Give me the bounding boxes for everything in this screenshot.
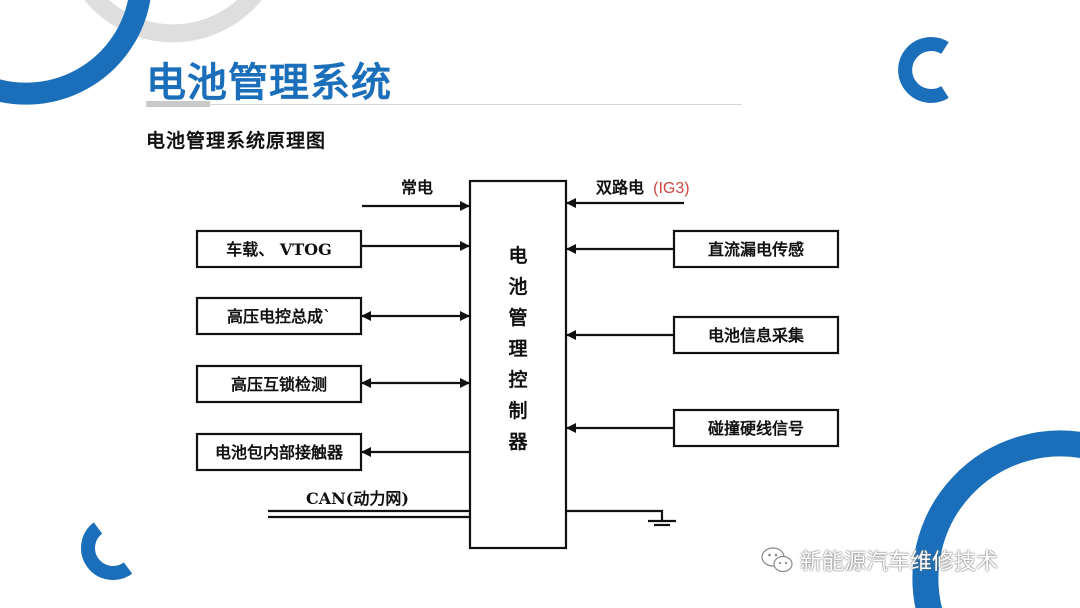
box-label-dc-leak: 直流漏电传感 [708, 240, 804, 259]
ground-wire [567, 509, 664, 520]
deco-blue-arc-top-left [0, 0, 151, 105]
center-char: 控 [508, 368, 527, 391]
label-dual-power-note: (IG3) [653, 180, 689, 197]
slide-title: 电池管理系统 [146, 60, 392, 106]
deco-blue-c-top-right [898, 37, 949, 103]
watermark-text: 新能源汽车维修技术 [800, 550, 999, 575]
label-dual-power-main: 双路电 [596, 178, 644, 197]
box-crash-signal [672, 408, 840, 448]
box-vtog [195, 229, 363, 269]
box-label-contactor: 电池包内部接触器 [215, 443, 344, 462]
box-label-hv-control: 高压电控总成` [227, 307, 331, 326]
label-can-bus: CAN(动力网) [306, 489, 409, 508]
box-dc-leak-sensor [672, 229, 840, 269]
deco-blue-c-bottom-left [81, 522, 133, 580]
center-char: 理 [508, 338, 527, 360]
bms-controller-box [468, 179, 568, 550]
center-char: 制 [508, 399, 527, 422]
center-char: 电 [508, 244, 527, 267]
box-label-battery-info: 电池信息采集 [708, 326, 805, 345]
label-constant-power: 常电 [401, 178, 433, 197]
label-dual-power: 双路电 (IG3) [596, 178, 690, 197]
title-accent-bar [146, 101, 210, 107]
wechat-icon [761, 547, 793, 573]
center-char: 池 [508, 275, 527, 298]
box-label-crash-signal: 碰撞硬线信号 [708, 419, 804, 438]
box-label-hv-interlock: 高压互锁检测 [231, 375, 327, 394]
box-label-vtog: 车载、 VTOG [226, 240, 332, 259]
box-contactor [195, 432, 363, 472]
box-battery-info [672, 315, 840, 355]
deco-gray-arc [84, 0, 262, 43]
deco-blue-arc-bottom-right [912, 430, 1080, 608]
center-char: 器 [507, 431, 528, 453]
center-char: 管 [508, 306, 527, 329]
title-underline [146, 104, 742, 105]
watermark: 新能源汽车维修技术 [760, 544, 998, 576]
slide-subtitle: 电池管理系统原理图 [146, 130, 327, 152]
box-hv-interlock [195, 364, 363, 404]
